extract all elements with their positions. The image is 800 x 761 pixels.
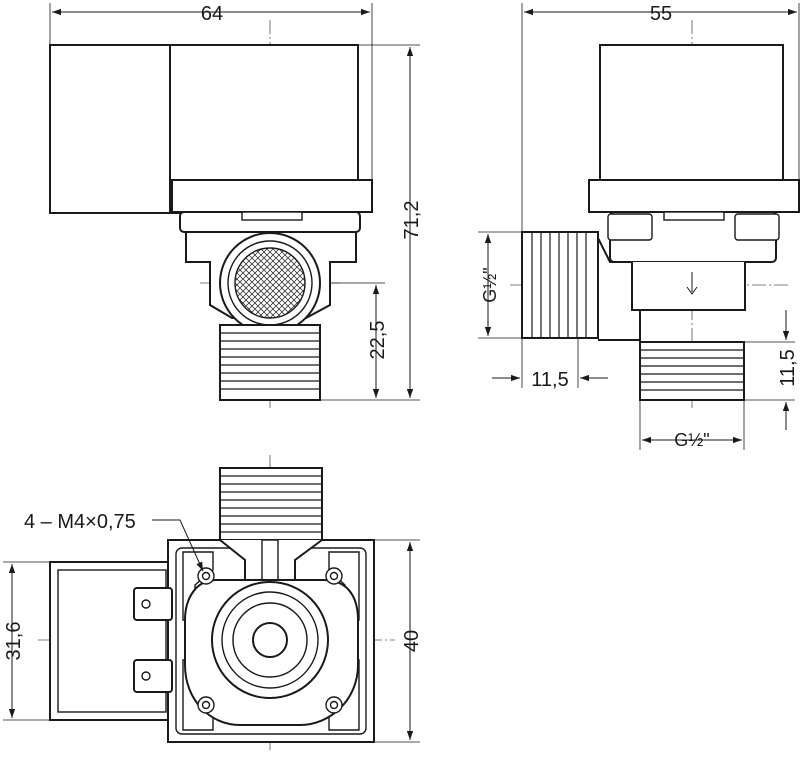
dim-side-inlet-length: 11,5 bbox=[531, 369, 568, 391]
side-coil-housing bbox=[599, 44, 784, 181]
dim-front-width: 64 bbox=[201, 3, 223, 25]
mounting-holes bbox=[197, 567, 343, 714]
bottom-outlet-thread bbox=[219, 467, 323, 541]
dim-side-outlet-thread: G½" bbox=[674, 430, 709, 450]
filter-mesh bbox=[234, 247, 306, 319]
dim-bottom-depth: 40 bbox=[401, 630, 423, 652]
side-view: 55 G½" 11,5 11,5 G½" bbox=[478, 3, 800, 450]
dim-bottom-width: 31,6 bbox=[3, 622, 25, 661]
side-outlet-thread bbox=[639, 341, 745, 401]
side-inlet-thread bbox=[521, 231, 599, 339]
dim-front-height: 71,2 bbox=[401, 201, 423, 240]
front-outlet-thread bbox=[219, 324, 321, 401]
label-bottom-holes: 4 – M4×0,75 bbox=[24, 511, 136, 533]
dim-front-outlet: 22,5 bbox=[367, 321, 389, 360]
dim-side-inlet-thread: G½" bbox=[480, 267, 500, 302]
bottom-view: 4 – M4×0,75 31,6 40 bbox=[3, 455, 423, 750]
spade-terminals bbox=[133, 587, 173, 693]
dim-side-outlet-length: 11,5 bbox=[777, 349, 799, 386]
bottom-outlet-bore bbox=[252, 622, 288, 658]
front-view: 64 71,2 22,5 bbox=[49, 3, 423, 410]
dim-side-width: 55 bbox=[650, 3, 672, 25]
